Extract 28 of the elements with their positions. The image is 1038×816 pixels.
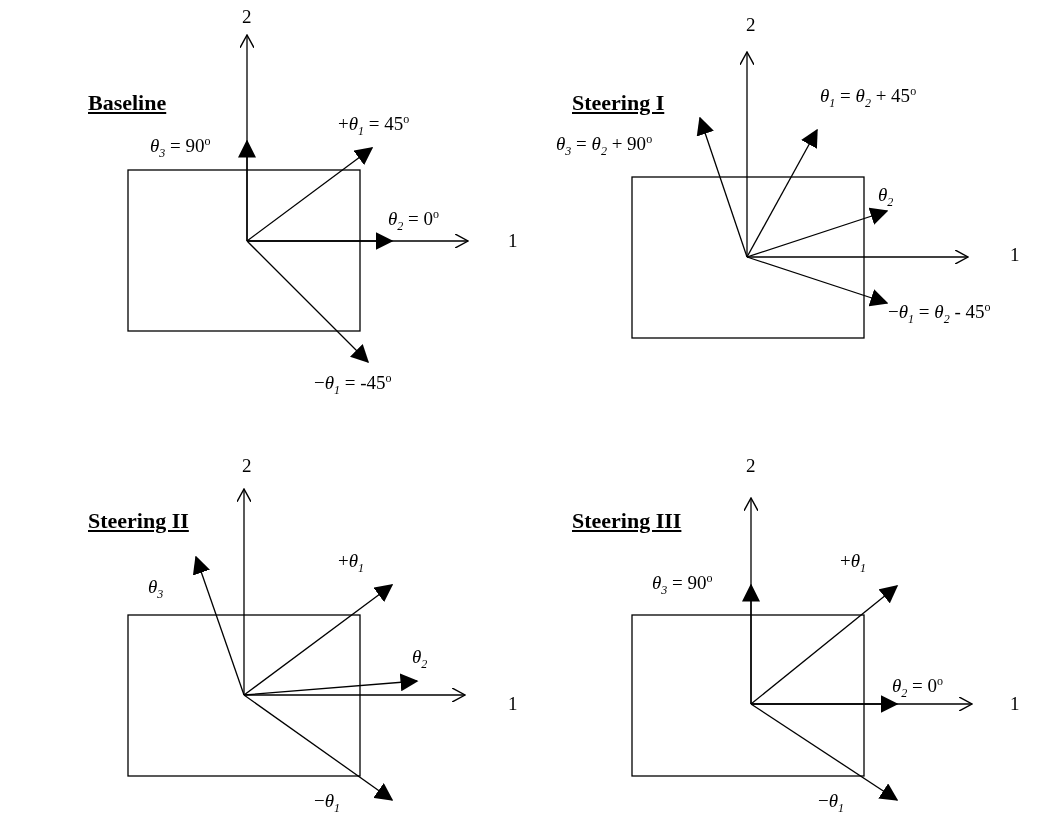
angle-label: θ$_{3}$ [148,576,164,598]
angle-label: θ$_{1}$ = θ$_{2}$ + 45$^{o}$ [820,85,917,107]
angle-label: −θ$_{1}$ [818,790,845,812]
panel-heading: Steering II [88,510,189,532]
axis-label: 1 [1010,693,1020,715]
axis-label: 2 [746,455,756,477]
angle-label: θ$_{3}$ = θ$_{2}$ + 90$^{o}$ [556,133,653,155]
angle-label: θ$_{2}$ = 0$^{o}$ [388,208,440,230]
angle-label: −θ$_{1}$ = -45$^{o}$ [314,372,392,394]
angle-label: −θ$_{1}$ [314,790,341,812]
angle-label: θ$_{3}$ = 90$^{o}$ [652,572,713,594]
angle-label: −θ$_{1}$ = θ$_{2}$ - 45$^{o}$ [888,301,991,323]
angle-label: +θ$_{1}$ [338,550,365,572]
angle-label: θ$_{2}$ [878,184,894,206]
angle-label: +θ$_{1}$ [840,550,867,572]
panel-heading: Baseline [88,92,167,114]
axis-label: 2 [746,14,756,36]
axis-label: 1 [1010,244,1020,266]
axis-label: 2 [242,6,252,28]
axis-label: 1 [508,693,518,715]
axis-label: 2 [242,455,252,477]
angle-label: θ$_{2}$ = 0$^{o}$ [892,675,944,697]
angle-label: θ$_{2}$ [412,646,428,668]
panel-heading: Steering I [572,92,665,114]
angle-label: +θ$_{1}$ = 45$^{o}$ [338,113,410,135]
axis-label: 1 [508,230,518,252]
panel-heading: Steering III [572,510,682,532]
angle-label: θ$_{3}$ = 90$^{o}$ [150,135,211,157]
